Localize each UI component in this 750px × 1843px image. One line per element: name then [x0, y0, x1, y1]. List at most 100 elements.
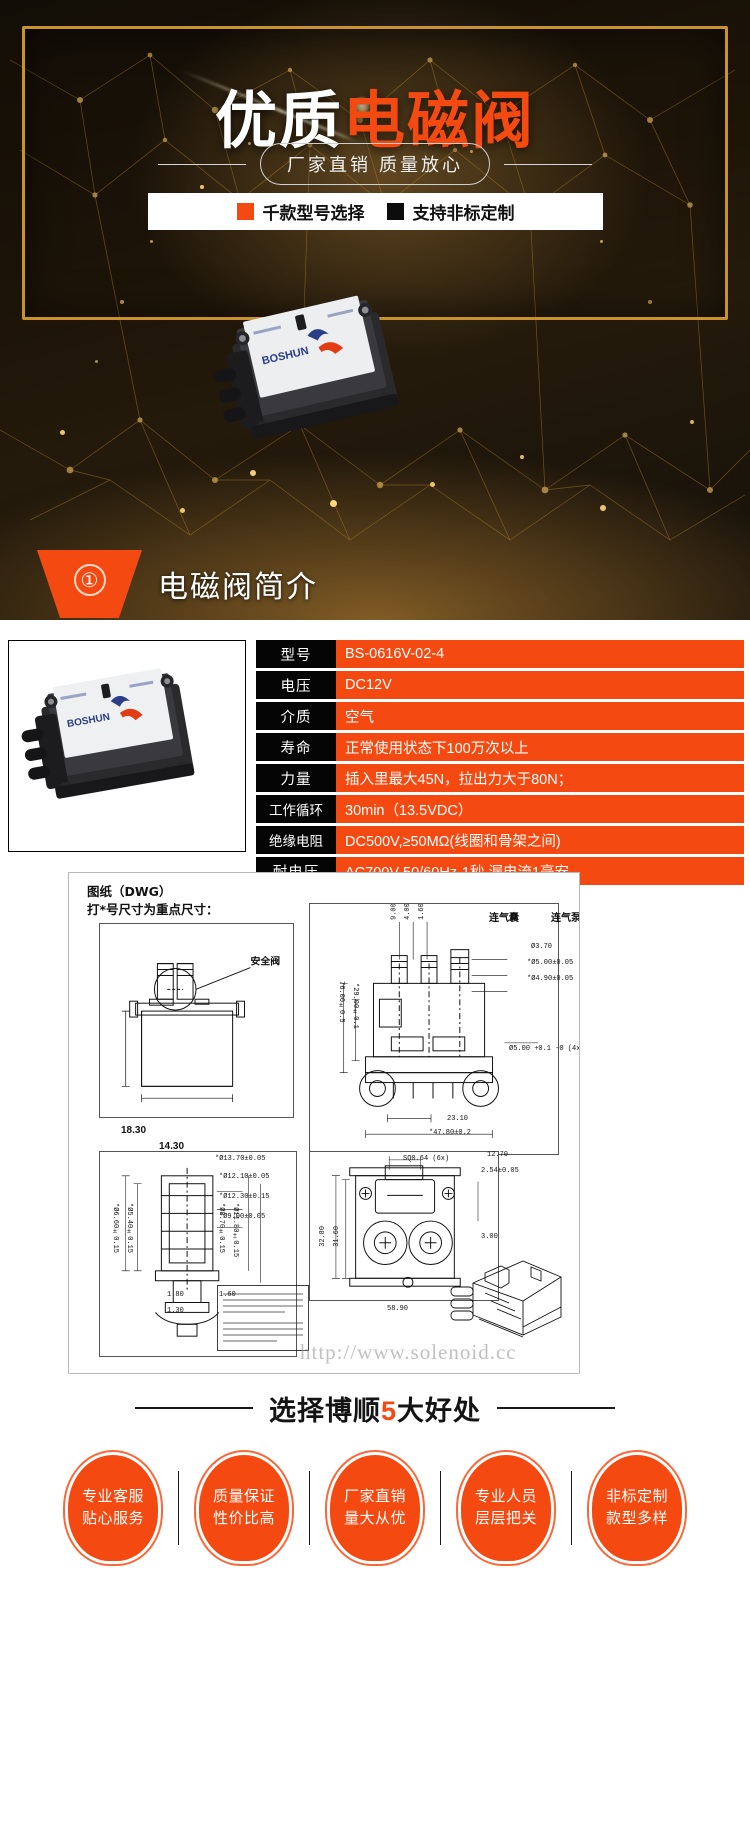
drawing-dim-2900: *29.00±0.1 — [351, 983, 359, 1029]
spec-key-3: 寿命 — [256, 733, 336, 761]
spec-value-3: 正常使用状态下100万次以上 — [336, 733, 744, 761]
spec-key-0: 型号 — [256, 640, 336, 668]
hero-banner: 优质电磁阀 厂家直销 质量放心 千款型号选择 支持非标定制 BOSHUN — [0, 0, 750, 620]
table-row: 介质 空气 — [256, 702, 744, 730]
drawing-view-side-elevation: 安全阀 — [99, 923, 294, 1118]
drawing-dim-160: 1.60 — [219, 1291, 236, 1299]
benefit-divider — [571, 1471, 572, 1545]
benefit-line2-3: 层层把关 — [474, 1510, 537, 1527]
benefit-line1-2: 厂家直销 — [343, 1488, 406, 1506]
drawing-label-connect-airbag: 连气囊 — [489, 913, 519, 924]
heading-line-right — [497, 1407, 616, 1409]
benefit-line1-1: 质量保证 — [212, 1488, 275, 1506]
table-row: 力量 插入里最大45N，拉出力大于80N； — [256, 764, 744, 792]
benefit-cell-2: 厂家直销 量大从优 — [310, 1452, 440, 1564]
product-photo-hero: BOSHUN — [214, 295, 400, 439]
spec-value-0: BS-0616V-02-4 — [336, 640, 744, 668]
benefit-cell-1: 质量保证 性价比高 — [179, 1452, 309, 1564]
drawing-dim-2310: 23.10 — [447, 1115, 469, 1123]
benefits-title-prefix: 选择博顺 — [268, 1395, 381, 1426]
benefit-badge-0: 专业客服 贴心服务 — [65, 1452, 161, 1564]
svg-text:31.60: 31.60 — [333, 1226, 341, 1247]
benefit-badge-4: 非标定制 款型多样 — [589, 1452, 685, 1564]
spec-value-5: 30min（13.5VDC） — [336, 795, 744, 823]
benefit-line2-4: 款型多样 — [605, 1510, 668, 1527]
table-row: 绝缘电阻 DC500V,≥50MΩ(线圈和骨架之间) — [256, 826, 744, 854]
drawing-dim-180: 1.80 — [167, 1291, 184, 1299]
table-row: 型号 BS-0616V-02-4 — [256, 640, 744, 668]
table-row: 寿命 正常使用状态下100万次以上 — [256, 733, 744, 761]
svg-text:32.80: 32.80 — [319, 1226, 327, 1247]
spec-value-4: 插入里最大45N，拉出力大于80N； — [336, 764, 744, 792]
drawing-dim-d900: *Ø9.00±0.05 — [219, 1213, 266, 1221]
drawing-dim-d1370: *Ø13.70±0.05 — [215, 1155, 266, 1163]
sparkle-particles — [0, 0, 750, 620]
benefit-cell-3: 专业人员 层层把关 — [441, 1452, 571, 1564]
technical-drawing-panel: 图纸（DWG） 打*号尺寸为重点尺寸： 安全阀 18.30 14.30 — [68, 872, 580, 1374]
benefit-badge-2: 厂家直销 量大从优 — [327, 1452, 423, 1564]
hero-tag-label-0: 千款型号选择 — [262, 204, 365, 223]
drawing-view-front-elevation: 9.00 4.00 1.60 — [309, 903, 559, 1155]
svg-text:9.00: 9.00 — [390, 903, 398, 920]
drawing-dim-d1230: *Ø12.30±0.15 — [219, 1193, 270, 1201]
hero-tag-bar: 千款型号选择 支持非标定制 — [148, 193, 603, 230]
drawing-title: 图纸（DWG） — [87, 884, 172, 899]
spec-key-5: 工作循环 — [256, 795, 336, 823]
section-number: ① — [73, 564, 106, 596]
drawing-view-isometric — [450, 1260, 562, 1338]
drawing-subtitle: 打*号尺寸为重点尺寸： — [87, 902, 219, 917]
benefit-line2-0: 贴心服务 — [81, 1510, 144, 1527]
drawing-label-connect-pump: 连气泵 — [551, 913, 580, 924]
square-marker-icon — [386, 203, 404, 220]
benefits-heading: 选择博顺5大好处 — [0, 1382, 750, 1434]
drawing-dim-d490: *Ø4.90±0.05 — [527, 975, 574, 983]
benefit-badge-1: 质量保证 性价比高 — [196, 1452, 292, 1564]
drawing-dim-d1180: *Ø11.80±0.15 — [231, 1203, 239, 1258]
drawing-dim-d870: *Ø8.70±0.15 — [217, 1203, 225, 1254]
drawing-dim-sq064: SQ0.64 (6x) — [403, 1155, 450, 1163]
page-title: 优质电磁阀 — [0, 70, 750, 160]
drawing-dim-d540: *Ø5.40±0.15 — [125, 1203, 133, 1254]
drawing-dim-4780: *47.80±0.2 — [429, 1129, 472, 1137]
svg-text:4.00: 4.00 — [404, 903, 412, 920]
benefit-cell-0: 专业客服 贴心服务 — [48, 1452, 178, 1564]
benefit-cell-4: 非标定制 款型多样 — [572, 1452, 702, 1564]
table-row: 电压 DC12V — [256, 671, 744, 699]
benefits-row: 专业客服 贴心服务 质量保证 性价比高 厂家直销 量大从优 专业人员 层层把关 … — [0, 1452, 750, 1564]
benefit-badge-3: 专业人员 层层把关 — [458, 1452, 554, 1564]
drawing-dim-130: 1.30 — [167, 1307, 184, 1315]
subtitle-line-left — [157, 163, 246, 165]
heading-line-left — [134, 1407, 253, 1409]
benefit-line2-1: 性价比高 — [212, 1510, 275, 1527]
benefits-title-suffix: 大好处 — [397, 1395, 482, 1426]
subtitle-line-right — [504, 163, 592, 165]
drawing-dim-d500-4x: Ø5.00 +0.1 -0 (4x) — [509, 1045, 580, 1053]
drawing-label-safety-valve: 安全阀 — [250, 955, 280, 968]
spec-table: 型号 BS-0616V-02-4 电压 DC12V 介质 空气 寿命 正常使用状… — [256, 640, 744, 888]
hero-tag-0: 千款型号选择 — [236, 199, 365, 224]
drawing-view-top: 32.80 31.60 — [309, 1151, 499, 1301]
benefits-title-number: 5 — [380, 1395, 398, 1426]
drawing-dim-d660: *Ø6.60±0.15 — [111, 1203, 119, 1254]
drawing-dim-1270: 12.70 — [487, 1151, 509, 1159]
hero-tag-label-1: 支持非标定制 — [412, 204, 515, 223]
section-title: 电磁阀简介 — [158, 571, 318, 604]
benefits-title: 选择博顺5大好处 — [269, 1389, 481, 1428]
drawing-dim-254: 2.54±0.05 — [481, 1167, 519, 1175]
drawing-dim-300: 3.00 — [481, 1233, 498, 1241]
hero-tag-1: 支持非标定制 — [386, 199, 515, 224]
benefit-divider — [309, 1471, 310, 1545]
table-row: 工作循环 30min（13.5VDC） — [256, 795, 744, 823]
drawing-dim-7600: 76.00±0.5 — [337, 981, 345, 1023]
drawing-dim-d1210: *Ø12.10±0.05 — [219, 1173, 270, 1181]
spec-key-2: 介质 — [256, 702, 336, 730]
spec-key-1: 电压 — [256, 671, 336, 699]
drawing-dim-1430: 14.30 — [159, 1141, 185, 1152]
spec-value-6: DC500V,≥50MΩ(线圈和骨架之间) — [336, 826, 744, 854]
spec-value-1: DC12V — [336, 671, 744, 699]
benefit-line2-2: 量大从优 — [343, 1510, 406, 1527]
spec-key-4: 力量 — [256, 764, 336, 792]
section-number-badge: ① — [37, 550, 142, 618]
drawing-dim-d370: Ø3.70 — [531, 943, 553, 951]
drawing-footnote-box — [217, 1285, 309, 1351]
